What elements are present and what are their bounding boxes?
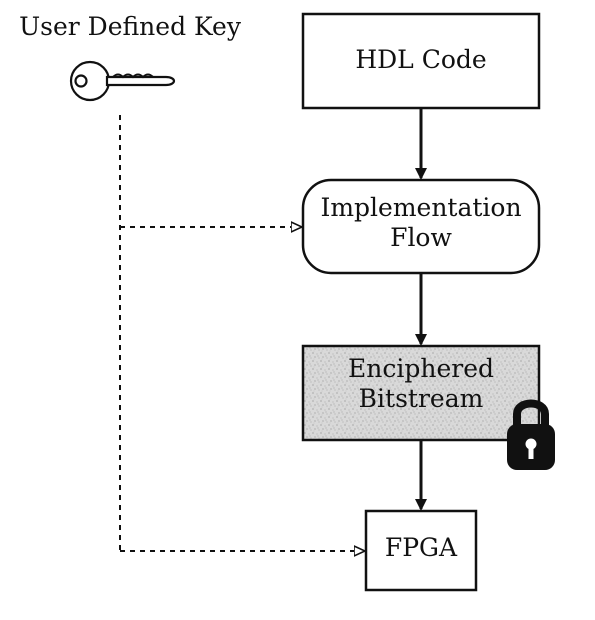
hdl-code-box — [301, 12, 541, 110]
enciphered-bitstream-box — [301, 344, 541, 442]
implementation-label-line-1: Implementation — [320, 193, 522, 222]
key-icon — [69, 60, 176, 102]
fpga-box — [364, 509, 478, 592]
fpga-label: FPGA — [384, 533, 458, 562]
lock-icon — [507, 399, 555, 470]
implementation-label-line-2: Flow — [390, 223, 452, 252]
user-defined-key-label: User Defined Key — [19, 12, 241, 41]
bitstream-label-line-1: Enciphered — [348, 354, 494, 383]
bitstream-label-line-2: Bitstream — [358, 384, 484, 413]
enciphered-bitstream-label: Enciphered Bitstream — [303, 354, 539, 414]
hdl-code-label: HDL Code — [355, 45, 487, 74]
implementation-flow-label: Implementation Flow — [303, 193, 539, 253]
